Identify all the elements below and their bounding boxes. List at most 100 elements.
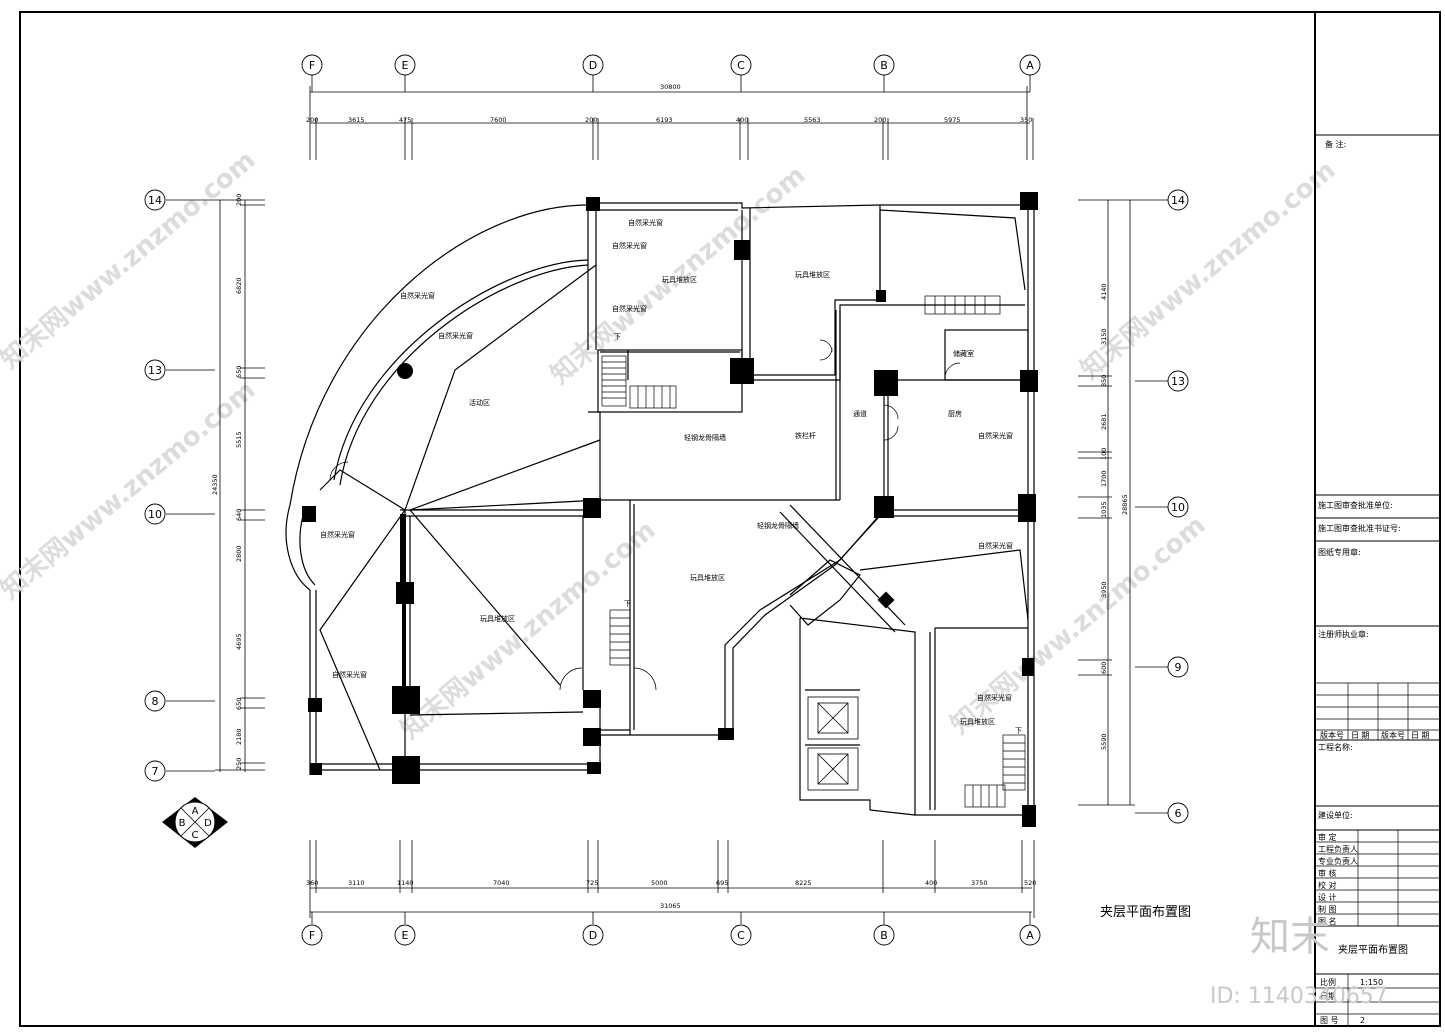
dim-left: 2180: [235, 728, 243, 745]
dimension-lines: [166, 75, 1168, 924]
room-label: 轻钢龙骨隔墙: [684, 433, 726, 442]
scale-value: 1:150: [1360, 978, 1383, 987]
room-label: 自然采光窗: [978, 541, 1013, 550]
dim-top: 475: [399, 116, 411, 124]
room-label: 厨房: [948, 409, 962, 418]
dim-bottom: 8225: [795, 879, 812, 887]
structural-columns: [302, 192, 1038, 827]
dim-left: 2800: [235, 545, 243, 562]
watermark-text: 知末网www.znzmo.com: [0, 145, 261, 375]
architect-label: 注册师执业章:: [1318, 629, 1369, 639]
dim-top: 6193: [656, 116, 673, 124]
watermark-text: 知末网www.znzmo.com: [1075, 155, 1341, 385]
room-label: 通道: [853, 409, 867, 418]
axis-label: 14: [1171, 194, 1185, 207]
room-label: 玩具堆放区: [480, 614, 515, 623]
room-label: 活动区: [469, 398, 490, 407]
room-label: 玩具堆放区: [960, 717, 995, 726]
compass-symbol: A B C D: [162, 797, 228, 848]
axis-label: D: [589, 59, 597, 72]
watermark-text: 知末网www.znzmo.com: [395, 515, 661, 745]
room-label: 玩具堆放区: [795, 270, 830, 279]
dim-right: 5590: [1100, 733, 1108, 750]
stairs: [601, 295, 1026, 808]
dim-right: 4140: [1100, 283, 1108, 300]
dim-right: 100: [1100, 448, 1108, 460]
room-label: 下: [614, 333, 621, 341]
room-label: 自然采光窗: [978, 431, 1013, 440]
dim-left: 650: [235, 366, 243, 378]
compass-letter: D: [204, 818, 212, 829]
dim-top: 200: [306, 116, 318, 124]
dim-bottom: 725: [586, 879, 598, 887]
doors: [329, 339, 961, 691]
watermark-text: 知末网www.znzmo.com: [0, 375, 261, 605]
version-header: 日 期: [1351, 731, 1370, 740]
room-label: 铁栏杆: [795, 431, 816, 440]
dim-bottom: 695: [716, 879, 728, 887]
drawing-name: 夹层平面布置图: [1338, 943, 1408, 956]
title-block-text: 备 注: 施工图审查批准单位: 施工图审查批准书证号: 图纸专用章: 注册师执业…: [1318, 139, 1430, 1025]
room-label: 自然采光窗: [628, 218, 663, 227]
axis-label: 13: [1171, 375, 1185, 388]
number-label: 图 号: [1320, 1016, 1339, 1025]
axis-label: 7: [152, 765, 159, 778]
remarks-label: 备 注:: [1325, 139, 1346, 149]
id-watermark: ID: 1140340657: [1210, 984, 1388, 1009]
dim-right: 3950: [1100, 581, 1108, 598]
axis-label: D: [589, 929, 597, 942]
dim-bottom: 5000: [651, 879, 668, 887]
room-labels: 自然采光窗 自然采光窗 玩具堆放区 自然采光窗 下 玩具堆放区 自然采光窗 自然…: [320, 218, 1022, 735]
dim-total-left: 24350: [211, 474, 219, 495]
axis-label: B: [880, 59, 888, 72]
version-header: 版本号: [1320, 730, 1344, 740]
room-label: 自然采光窗: [320, 530, 355, 539]
review-unit-label: 施工图审查批准单位:: [1318, 500, 1393, 510]
version-header: 日 期: [1411, 731, 1430, 740]
dim-top: 200: [874, 116, 886, 124]
room-label: 自然采光窗: [332, 670, 367, 679]
dim-left: 200: [235, 194, 243, 206]
dim-top: 7600: [490, 116, 507, 124]
dim-left: 5515: [235, 431, 243, 448]
dim-left: 650: [235, 698, 243, 710]
axis-label: C: [737, 929, 745, 942]
dim-total-top: 30800: [660, 83, 681, 91]
dim-total-right: 28865: [1121, 494, 1129, 515]
dim-left: 4695: [235, 633, 243, 650]
dimension-texts: 30800 200 3615 475 7600 200 6193 400 556…: [211, 83, 1129, 910]
staff-label: 审 定: [1318, 832, 1337, 842]
dim-bottom: 7040: [493, 879, 510, 887]
room-label: 轻钢龙骨隔墙: [757, 521, 799, 530]
axis-label: A: [1026, 929, 1034, 942]
seal-label: 图纸专用章:: [1318, 547, 1361, 557]
dim-right: 2681: [1100, 413, 1108, 430]
room-label: 储藏室: [953, 349, 974, 358]
title-block: [1314, 12, 1440, 1026]
brand-watermark: 知末: [1250, 914, 1330, 960]
dim-bottom: 3750: [971, 879, 988, 887]
review-cert-label: 施工图审查批准书证号:: [1318, 523, 1401, 533]
dim-top: 3615: [348, 116, 365, 124]
sheet-border: [19, 11, 1441, 1027]
axis-label: 8: [152, 695, 159, 708]
compass-letter: C: [192, 830, 199, 841]
axis-label: F: [309, 59, 315, 72]
axis-label: A: [1026, 59, 1034, 72]
date-label: 日期: [1320, 992, 1336, 1001]
staff-label: 校 对: [1318, 880, 1337, 890]
room-label: 下: [624, 600, 631, 608]
dim-bottom: 1140: [397, 879, 414, 887]
staff-label: 专业负责人: [1318, 856, 1358, 866]
number-value: 2: [1360, 1016, 1365, 1025]
dim-top: 350: [1020, 116, 1032, 124]
compass-letter: B: [179, 818, 186, 829]
dim-top: 5975: [944, 116, 961, 124]
drawing-name-label: 图 名: [1318, 916, 1337, 926]
axis-label: E: [402, 929, 409, 942]
axis-label: B: [880, 929, 888, 942]
staff-label: 工程负责人: [1318, 844, 1358, 854]
dim-bottom: 3110: [348, 879, 365, 887]
room-label: 玩具堆放区: [690, 573, 725, 582]
